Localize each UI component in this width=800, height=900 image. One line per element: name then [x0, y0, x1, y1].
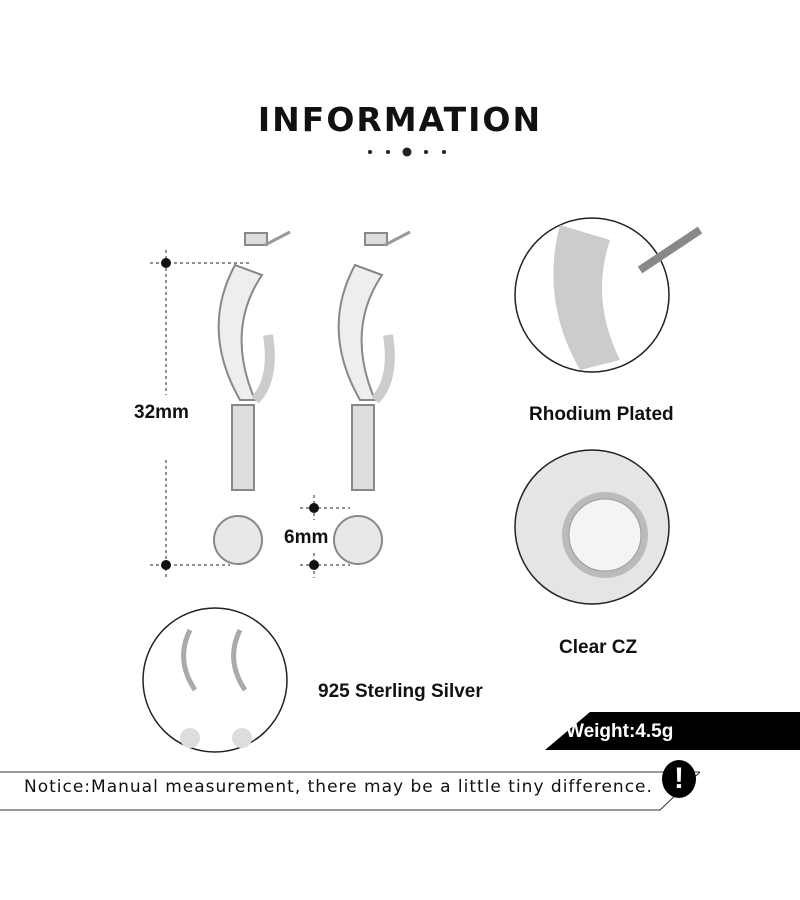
- earring-left: [213, 230, 291, 565]
- detail-circle-rhodium: [514, 217, 703, 373]
- title-dots: [368, 147, 446, 157]
- feature-stone: Clear CZ: [559, 637, 638, 658]
- detail-circle-cz: [514, 449, 670, 605]
- weight-banner: [545, 712, 800, 750]
- height-dimension: 32mm: [134, 402, 189, 423]
- ball-dimension: 6mm: [284, 527, 329, 548]
- notice-text: Notice:Manual measurement, there may be …: [24, 777, 653, 797]
- feature-plating: Rhodium Plated: [529, 404, 674, 425]
- exclamation-icon: !: [662, 760, 696, 798]
- detail-circle-material: [142, 607, 288, 753]
- page-title: INFORMATION: [257, 100, 543, 139]
- weight-label: Weight:4.5g: [566, 721, 674, 742]
- earring-right: [333, 230, 411, 565]
- feature-material: 925 Sterling Silver: [318, 681, 483, 702]
